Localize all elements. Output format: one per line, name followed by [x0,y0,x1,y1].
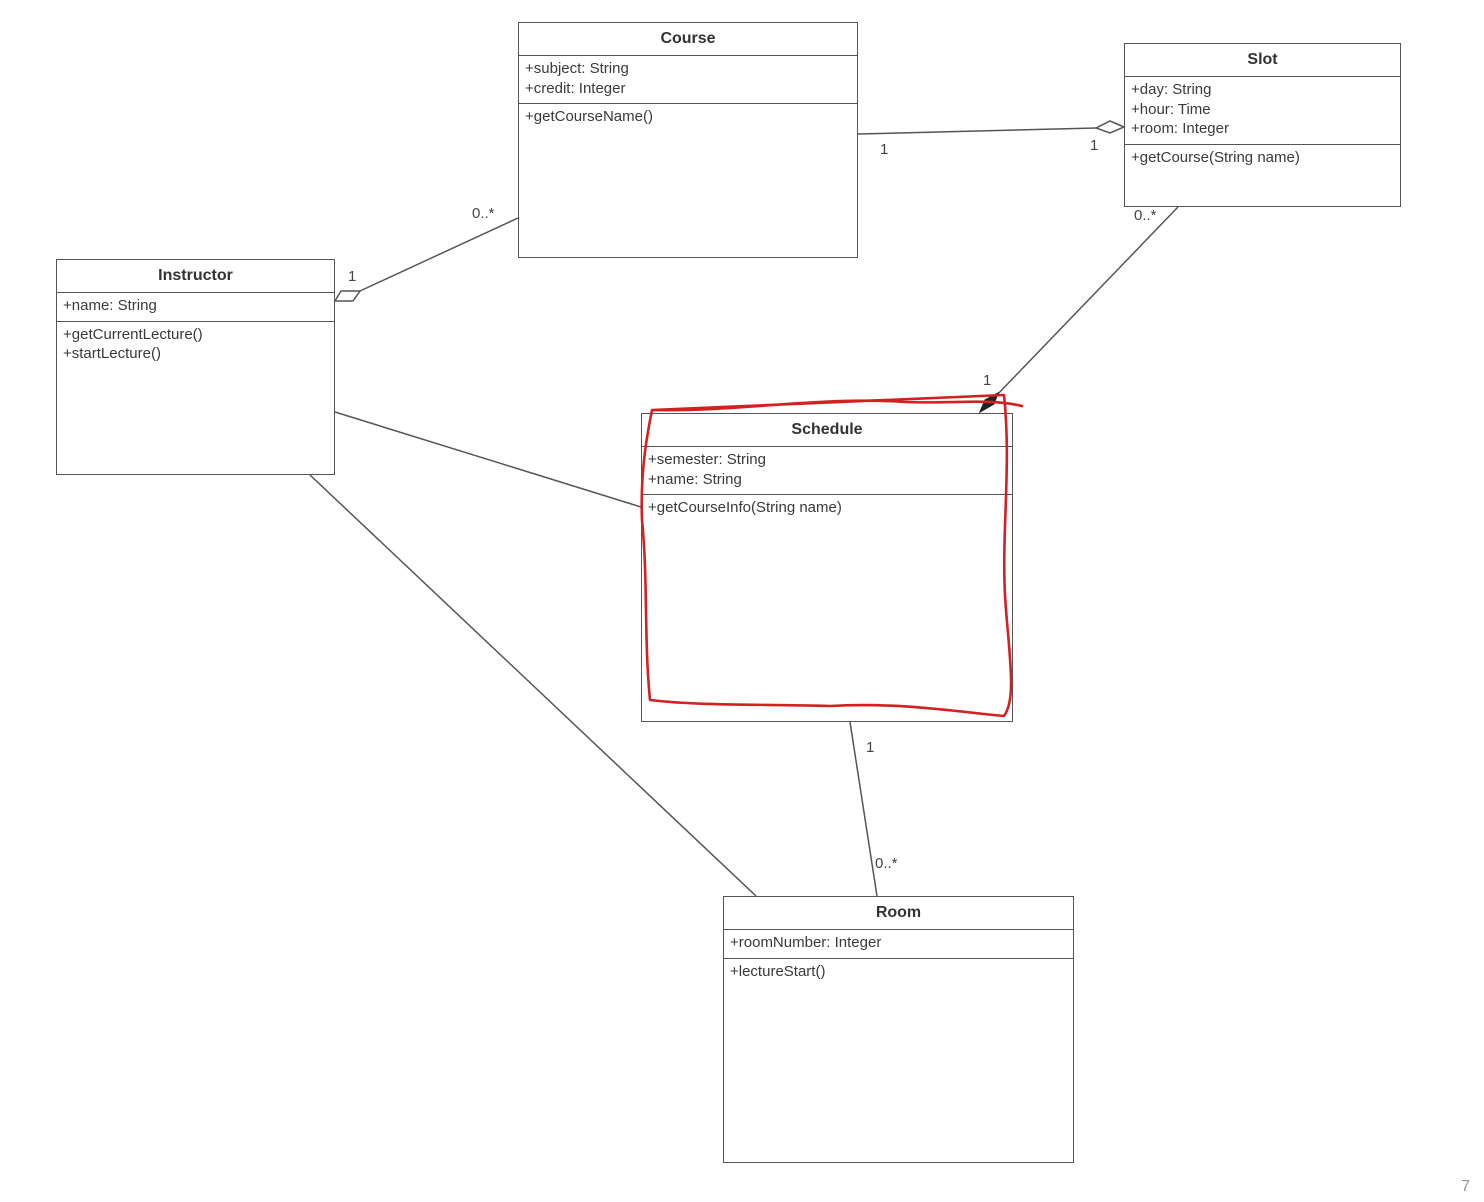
class-slot-attribute-room: +room: Integer [1131,120,1229,137]
association-schedule-room [849,721,878,897]
class-room-attributes: +roomNumber: Integer [724,930,1073,959]
class-course-operation-getcoursename: +getCourseName() [525,108,653,125]
composition-diamond-schedule [978,391,1000,414]
association-course-slot [857,127,1097,135]
multiplicity-slot-schedule-schedule-end: 1 [983,372,991,389]
multiplicity-schedule-room-schedule-end: 1 [866,739,874,756]
class-slot: Slot +day: String +hour: Time +room: Int… [1124,43,1401,207]
class-schedule: Schedule +semester: String +name: String… [641,413,1013,722]
class-course-attributes: +subject: String +credit: Integer [519,56,857,104]
class-instructor-attributes: +name: String [57,293,334,322]
class-room-operation-lecturestart: +lectureStart() [730,962,826,980]
class-course: Course +subject: String +credit: Integer… [518,22,858,258]
class-slot-attributes: +day: String +hour: Time +room: Integer [1125,77,1400,145]
page-number: 7 [1461,1178,1470,1195]
class-schedule-attributes: +semester: String +name: String [642,447,1012,495]
class-schedule-attribute-name: +name: String [648,470,742,488]
class-slot-title: Slot [1125,44,1400,77]
multiplicity-instructor-course-course-end: 0..* [472,205,495,222]
aggregation-diamond-slot [1094,120,1126,134]
class-schedule-operations: +getCourseInfo(String name) [642,495,1012,721]
class-slot-attribute-day: +day: String [1131,81,1212,98]
multiplicity-schedule-room-room-end: 0..* [875,855,898,872]
association-instructor-course [359,217,519,292]
association-instructor-schedule [334,411,642,508]
class-schedule-title: Schedule [642,414,1012,447]
multiplicity-slot-schedule-slot-end: 0..* [1134,207,1157,224]
class-slot-operation-getcourse: +getCourse(String name) [1131,148,1300,166]
class-slot-attribute-hour: +hour: Time [1131,100,1211,118]
class-instructor-operations: +getCurrentLecture() +startLecture() [57,322,334,475]
class-instructor-operation-startlecture: +startLecture() [63,345,161,362]
class-instructor: Instructor +name: String +getCurrentLect… [56,259,335,475]
class-course-attribute-subject: +subject: String [525,60,629,77]
class-course-attribute-credit: +credit: Integer [525,79,626,97]
association-slot-schedule [994,206,1179,398]
class-room: Room +roomNumber: Integer +lectureStart(… [723,896,1074,1163]
class-course-operations: +getCourseName() [519,104,857,257]
class-schedule-operation-getcourseinfo: +getCourseInfo(String name) [648,499,842,516]
aggregation-diamond-instructor [333,290,362,302]
class-instructor-attribute-name: +name: String [63,297,157,314]
class-course-title: Course [519,23,857,56]
multiplicity-instructor-course-instructor-end: 1 [348,268,356,285]
class-room-title: Room [724,897,1073,930]
class-schedule-attribute-semester: +semester: String [648,451,766,468]
multiplicity-course-slot-course-end: 1 [880,141,888,158]
class-instructor-title: Instructor [57,260,334,293]
class-room-attribute-roomnumber: +roomNumber: Integer [730,934,882,951]
class-slot-operations: +getCourse(String name) [1125,145,1400,207]
class-room-operations: +lectureStart() [724,959,1073,1163]
multiplicity-course-slot-slot-end: 1 [1090,137,1098,154]
class-instructor-operation-getcurrentlecture: +getCurrentLecture() [63,325,203,343]
